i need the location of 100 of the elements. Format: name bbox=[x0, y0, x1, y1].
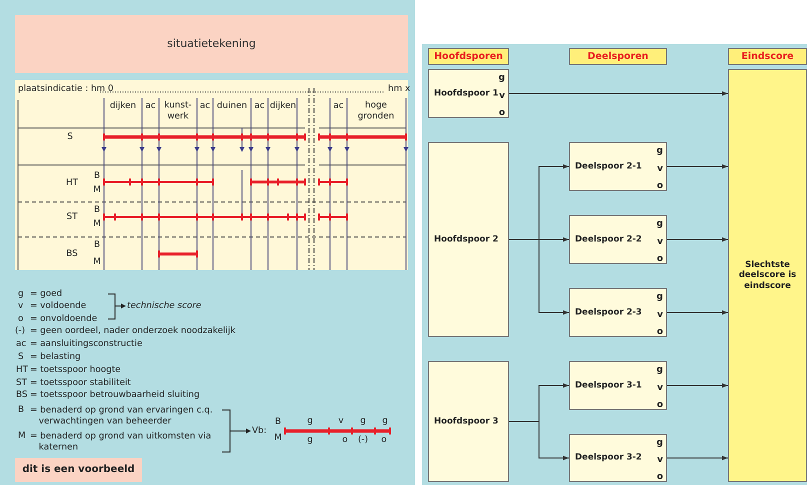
track-box bbox=[569, 215, 667, 264]
track-box bbox=[569, 142, 667, 191]
column-label: plaatsindicatie : hm 0 bbox=[18, 84, 114, 94]
legend-text: = onvoldoende bbox=[30, 314, 98, 324]
column-label: ac bbox=[333, 100, 344, 112]
node-label: Hoofdspoor 2 bbox=[434, 234, 497, 245]
track-box bbox=[428, 361, 509, 482]
column-label: kunst- werk bbox=[163, 100, 193, 122]
drawing-placeholder-box bbox=[15, 15, 408, 73]
legend-text: = toetsspoor hoogte bbox=[30, 364, 121, 376]
column-label: ac bbox=[254, 100, 265, 112]
arrow bbox=[508, 421, 570, 460]
node-label: Hoofdspoor 3 bbox=[434, 416, 497, 427]
score-letter: o bbox=[656, 327, 663, 337]
arrow bbox=[508, 239, 570, 315]
column-label: ac bbox=[200, 100, 210, 112]
score-letter: v bbox=[657, 164, 663, 174]
example-label: B bbox=[274, 416, 282, 428]
node-label: Hoofdspoor 1 bbox=[434, 88, 497, 99]
arrow bbox=[666, 456, 728, 460]
row-label: B bbox=[94, 170, 100, 182]
arrow bbox=[508, 91, 728, 96]
score-letter: v bbox=[657, 310, 663, 320]
score-letter: o bbox=[656, 181, 663, 191]
arrow bbox=[666, 310, 728, 315]
score-letter: o bbox=[656, 400, 663, 410]
score-letter: g bbox=[656, 438, 663, 448]
node-label: Slechtste deelscore is eindscore bbox=[738, 260, 798, 292]
column-header bbox=[569, 48, 667, 65]
legend-text: = belasting bbox=[30, 352, 81, 362]
score-letter: g bbox=[498, 73, 505, 83]
example-label: M bbox=[274, 432, 282, 444]
legend-text: (-) bbox=[15, 326, 26, 336]
node-label: Deelspoor 2-1 bbox=[575, 161, 643, 172]
track-box bbox=[428, 69, 509, 118]
column-label: ac bbox=[145, 100, 156, 112]
example-label: (-) bbox=[358, 434, 368, 446]
arrow bbox=[666, 383, 728, 388]
column-label: hm x bbox=[388, 84, 410, 94]
score-letter: o bbox=[656, 472, 663, 482]
node-label: Deelspoor 2-2 bbox=[575, 234, 643, 245]
legend-text: technische score bbox=[127, 300, 202, 312]
row-label: B bbox=[94, 204, 100, 216]
row-label: BS bbox=[66, 248, 78, 260]
row-label: B bbox=[94, 240, 100, 250]
legend-text: M bbox=[18, 430, 26, 442]
column-label: dijken bbox=[270, 100, 296, 112]
legend-text: BS bbox=[16, 390, 28, 400]
row-label: HT bbox=[66, 178, 78, 188]
score-letter: g bbox=[656, 365, 663, 375]
column-label: duinen bbox=[216, 100, 248, 112]
score-letter: g bbox=[656, 146, 663, 156]
node-label: Hoofdsporen bbox=[433, 50, 504, 62]
legend-text: S bbox=[18, 352, 24, 362]
example-label: o bbox=[381, 434, 387, 446]
example-label: o bbox=[342, 434, 348, 446]
track-box bbox=[569, 361, 667, 410]
node-label: Deelspoor 3-1 bbox=[575, 380, 643, 391]
score-letter: o bbox=[498, 108, 505, 118]
score-letter: v bbox=[657, 382, 663, 392]
node-label: Deelsporen bbox=[586, 50, 650, 62]
legend-text: B bbox=[18, 404, 24, 416]
example-label: g bbox=[307, 434, 313, 446]
legend-text: = aansluitingsconstructie bbox=[30, 338, 142, 350]
score-letter: g bbox=[656, 292, 663, 302]
legend-text: = toetsspoor betrouwbaarheid sluiting bbox=[30, 390, 200, 400]
row-label: ST bbox=[66, 212, 78, 222]
column-header bbox=[728, 48, 807, 65]
example-tag bbox=[15, 458, 142, 482]
column-header bbox=[428, 48, 509, 65]
score-letter: v bbox=[499, 90, 505, 100]
example-label: Vb: bbox=[252, 426, 267, 436]
legend-text: ST bbox=[16, 378, 27, 388]
legend-text: ac bbox=[16, 338, 26, 350]
legend-text: = voldoende bbox=[30, 300, 86, 312]
legend-text: = benaderd op grond van ervaringen c.q. verwachtingen van beheerder bbox=[30, 406, 214, 426]
track-box bbox=[569, 288, 667, 337]
column-label: dijken bbox=[110, 100, 136, 112]
legend-text: HT bbox=[16, 364, 28, 376]
node-label: Deelspoor 2-3 bbox=[575, 307, 643, 318]
column-label: hoge gronden bbox=[356, 100, 396, 122]
legend-text: = toetsspoor stabiliteit bbox=[30, 378, 131, 388]
example-label: g bbox=[382, 416, 388, 426]
row-label: M bbox=[93, 218, 101, 230]
legend-text: = geen oordeel, nader onderzoek noodzakelijk bbox=[30, 326, 236, 336]
score-letter: v bbox=[657, 455, 663, 465]
result-box bbox=[728, 69, 807, 482]
node-label: Deelspoor 3-2 bbox=[575, 452, 643, 464]
track-box bbox=[569, 434, 667, 482]
node-label: dit is een voorbeeld bbox=[21, 464, 136, 476]
track-box bbox=[428, 142, 509, 337]
legend-text: v bbox=[18, 300, 24, 312]
node-label: Eindscore bbox=[740, 50, 795, 62]
legend-text: o bbox=[18, 314, 24, 324]
row-label: M bbox=[93, 256, 101, 268]
arrow bbox=[666, 237, 728, 242]
legend-text: g bbox=[18, 288, 24, 300]
arrow bbox=[666, 164, 728, 169]
example-label: g bbox=[307, 416, 313, 426]
row-label: M bbox=[93, 184, 101, 196]
